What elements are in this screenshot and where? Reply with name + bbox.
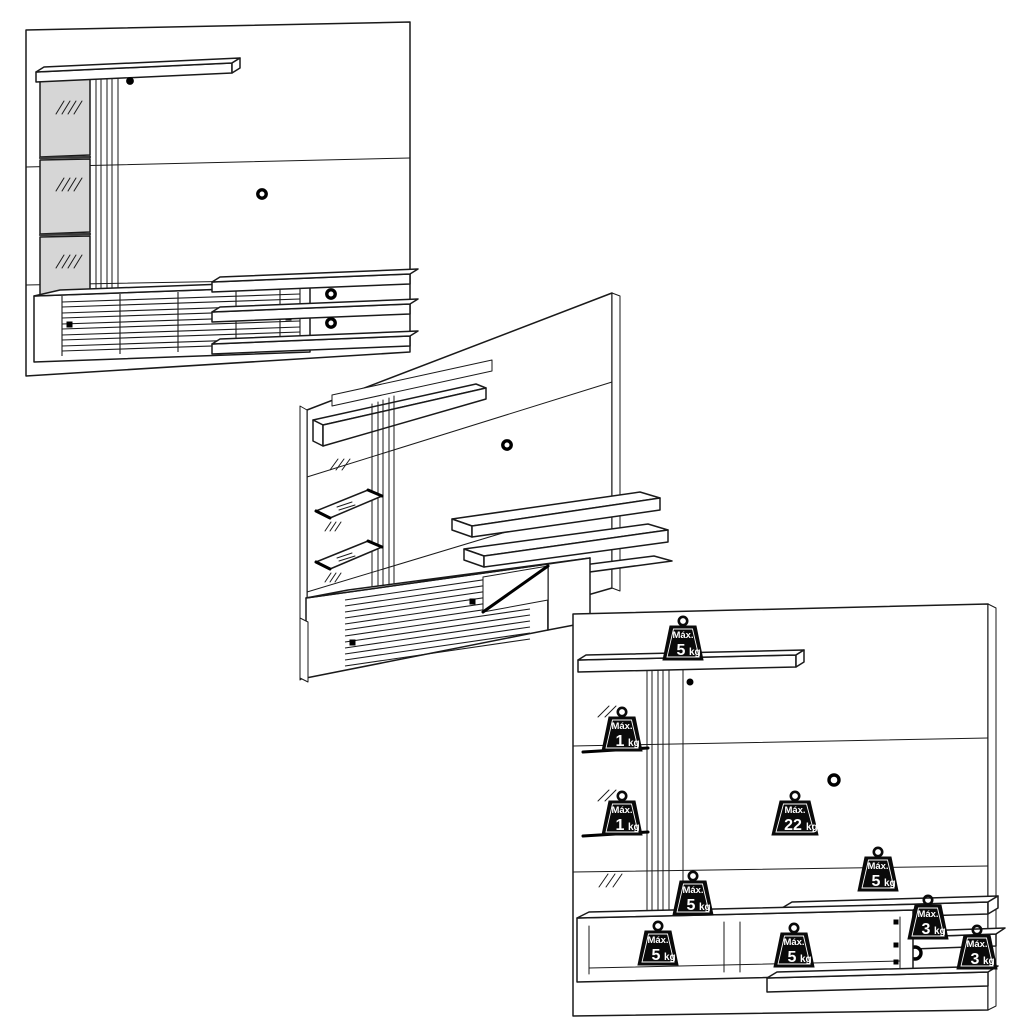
- weight-prefix: Máx.: [611, 721, 632, 732]
- top-shelf-1: [35, 57, 241, 83]
- dowel-hole-1a: [126, 77, 134, 85]
- cam-lock-1a: [66, 321, 73, 328]
- shelf-hole-1b: [325, 317, 337, 329]
- weight-value: 5: [677, 642, 686, 659]
- left-foot-2: [299, 617, 309, 683]
- weight-unit: kg: [934, 926, 946, 937]
- top-shelf-reflection-2: [329, 458, 351, 471]
- weight-prefix: Máx.: [917, 909, 938, 920]
- cam-lock-3a: [893, 919, 899, 925]
- weight-prefix: Máx.: [966, 939, 987, 950]
- weight-unit: kg: [689, 647, 701, 658]
- weight-prefix: Máx.: [647, 935, 668, 946]
- weight-value: 5: [872, 873, 881, 890]
- weight-unit: kg: [806, 822, 818, 833]
- weight-prefix: Máx.: [682, 885, 703, 896]
- glass-shelf-2b: [314, 539, 384, 583]
- cam-lock-2b: [469, 598, 476, 605]
- weight-value: 5: [687, 897, 696, 914]
- right-shelves-1: [211, 268, 419, 355]
- weight-value: 22: [784, 817, 802, 834]
- shelf-hole-1a: [325, 288, 337, 300]
- glass-divider-1: [38, 155, 92, 237]
- weight-unit: kg: [664, 952, 676, 963]
- weight-unit: kg: [628, 738, 640, 749]
- column-frame-rails-2: [371, 395, 395, 601]
- weight-prefix: Máx.: [867, 861, 888, 872]
- top-shelf-2: [312, 359, 493, 447]
- tv-mount-hole-1: [256, 188, 268, 200]
- tv-cabinet-2: [305, 557, 591, 679]
- cam-lock-2a: [349, 639, 356, 646]
- weight-unit: kg: [800, 954, 812, 965]
- column-frame-rails-1: [89, 75, 119, 313]
- weight-value: 3: [971, 951, 980, 968]
- weight-unit: kg: [884, 878, 896, 889]
- glass-reflection-hatch: [55, 100, 83, 269]
- weight-value: 1: [616, 733, 625, 750]
- weight-value: 5: [788, 949, 797, 966]
- view-2-isometric: [299, 292, 673, 683]
- weight-value: 1: [616, 817, 625, 834]
- column-frame-rails-3: [646, 656, 684, 929]
- weight-prefix: Máx.: [784, 805, 805, 816]
- glass-reflection-hatch-3: [598, 873, 623, 888]
- view-1-front-elevation: [25, 21, 419, 377]
- weight-prefix: Máx.: [611, 805, 632, 816]
- weight-unit: kg: [983, 956, 995, 967]
- weight-value: 3: [922, 921, 931, 938]
- tv-mount-hole-2: [501, 439, 513, 451]
- glass-shelf-2a: [314, 488, 384, 532]
- weight-unit: kg: [628, 822, 640, 833]
- cam-lock-3b: [893, 942, 899, 948]
- weight-label-tv-panel: Máx.22 kg: [771, 790, 819, 836]
- weight-unit: kg: [699, 902, 711, 913]
- dowel-hole-3a: [686, 678, 694, 686]
- weight-prefix: Máx.: [672, 630, 693, 641]
- cam-lock-3c: [893, 959, 899, 965]
- weight-prefix: Máx.: [783, 937, 804, 948]
- tv-mount-hole-3: [827, 773, 841, 787]
- weight-value: 5: [652, 947, 661, 964]
